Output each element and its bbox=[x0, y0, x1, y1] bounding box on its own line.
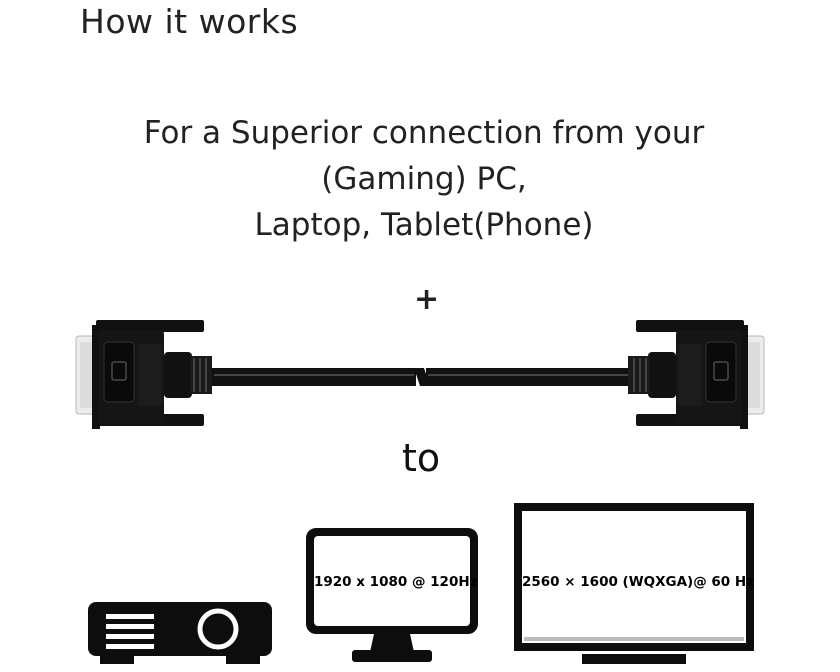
monitor-icon bbox=[306, 528, 478, 662]
tv-icon bbox=[514, 503, 754, 664]
to-label: to bbox=[402, 436, 441, 480]
left-connector bbox=[75, 320, 212, 429]
monitor-resolution-label: 1920 x 1080 @ 120Hz bbox=[314, 574, 478, 590]
plus-sign: + bbox=[414, 282, 440, 317]
intro-line-2: (Gaming) PC, bbox=[321, 161, 527, 197]
page-heading: How it works bbox=[80, 2, 299, 41]
tv-resolution-label: 2560 × 1600 (WQXGA)@ 60 Hz bbox=[522, 574, 755, 590]
projector-icon bbox=[88, 602, 272, 664]
intro-text: For a Superior connection from your (Gam… bbox=[0, 110, 840, 248]
intro-line-1: For a Superior connection from your bbox=[143, 115, 705, 151]
dvi-cable-icon bbox=[75, 320, 765, 429]
right-connector bbox=[628, 320, 765, 429]
intro-line-3: Laptop, Tablet(Phone) bbox=[254, 207, 594, 243]
